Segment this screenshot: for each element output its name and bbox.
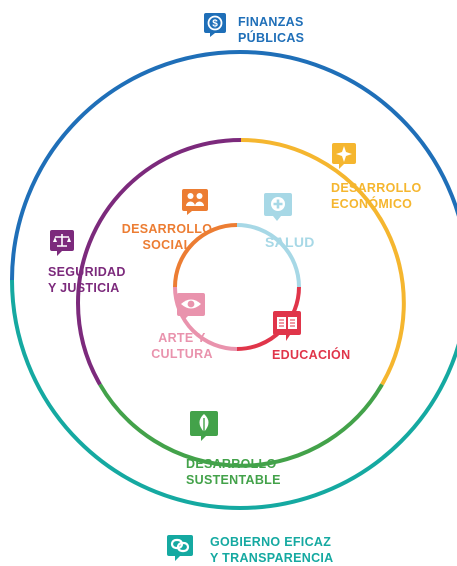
outer-ring-blue: [10, 50, 457, 281]
social-line2: SOCIAL: [142, 238, 192, 252]
arte-cultura-label: ARTE Y CULTURA: [140, 330, 224, 362]
leaf-icon: [190, 411, 218, 441]
economico-line1: DESARROLLO: [331, 181, 422, 195]
outer-ring: [10, 50, 457, 510]
sparkle-icon: [332, 143, 356, 169]
desarrollo-economico-label: DESARROLLO ECONÓMICO: [331, 180, 422, 212]
arte-line1: ARTE Y: [158, 331, 206, 345]
outer-ring-teal: [10, 279, 457, 510]
people-icon: [182, 189, 208, 215]
chat-link-icon: [167, 535, 193, 561]
gobierno-line2: Y TRANSPARENCIA: [210, 551, 334, 565]
educacion-line1: EDUCACIÓN: [272, 348, 351, 362]
inner-ring-pink: [173, 286, 238, 351]
desarrollo-sustentable-label: DESARROLLO SUSTENTABLE: [186, 456, 281, 488]
salud-line1: SALUD: [265, 234, 315, 250]
seguridad-line2: Y JUSTICIA: [48, 281, 120, 295]
arte-line2: CULTURA: [151, 347, 213, 361]
seguridad-line1: SEGURIDAD: [48, 265, 126, 279]
desarrollo-social-label: DESARROLLO SOCIAL: [119, 221, 215, 253]
scales-icon: [50, 230, 74, 256]
middle-ring: [76, 138, 406, 468]
eye-icon: [177, 293, 205, 321]
salud-label: SALUD: [265, 234, 315, 250]
sustentable-line1: DESARROLLO: [186, 457, 277, 471]
inner-ring-blue: [236, 223, 301, 288]
finanzas-publicas-label: FINANZAS PÚBLICAS: [238, 14, 304, 46]
finanzas-line1: FINANZAS: [238, 15, 304, 29]
educacion-label: EDUCACIÓN: [272, 347, 350, 363]
middle-ring-purple: [76, 138, 242, 304]
seguridad-justicia-label: SEGURIDAD Y JUSTICIA: [48, 264, 126, 296]
svg-text:$: $: [212, 19, 218, 30]
dollar-icon: $: [204, 13, 226, 37]
middle-ring-green: [98, 383, 384, 468]
middle-ring-purple-low: [76, 302, 102, 386]
middle-ring-yellow: [240, 138, 406, 386]
book-icon: [273, 311, 301, 341]
inner-ring-orange: [173, 223, 238, 288]
health-cross-icon: [264, 193, 292, 221]
social-line1: DESARROLLO: [121, 222, 213, 236]
sustentable-line2: SUSTENTABLE: [186, 473, 281, 487]
economico-line2: ECONÓMICO: [331, 197, 413, 211]
finanzas-line2: PÚBLICAS: [238, 31, 305, 45]
gobierno-eficaz-label: GOBIERNO EFICAZ Y TRANSPARENCIA: [210, 534, 334, 566]
gobierno-line1: GOBIERNO EFICAZ: [210, 535, 332, 549]
